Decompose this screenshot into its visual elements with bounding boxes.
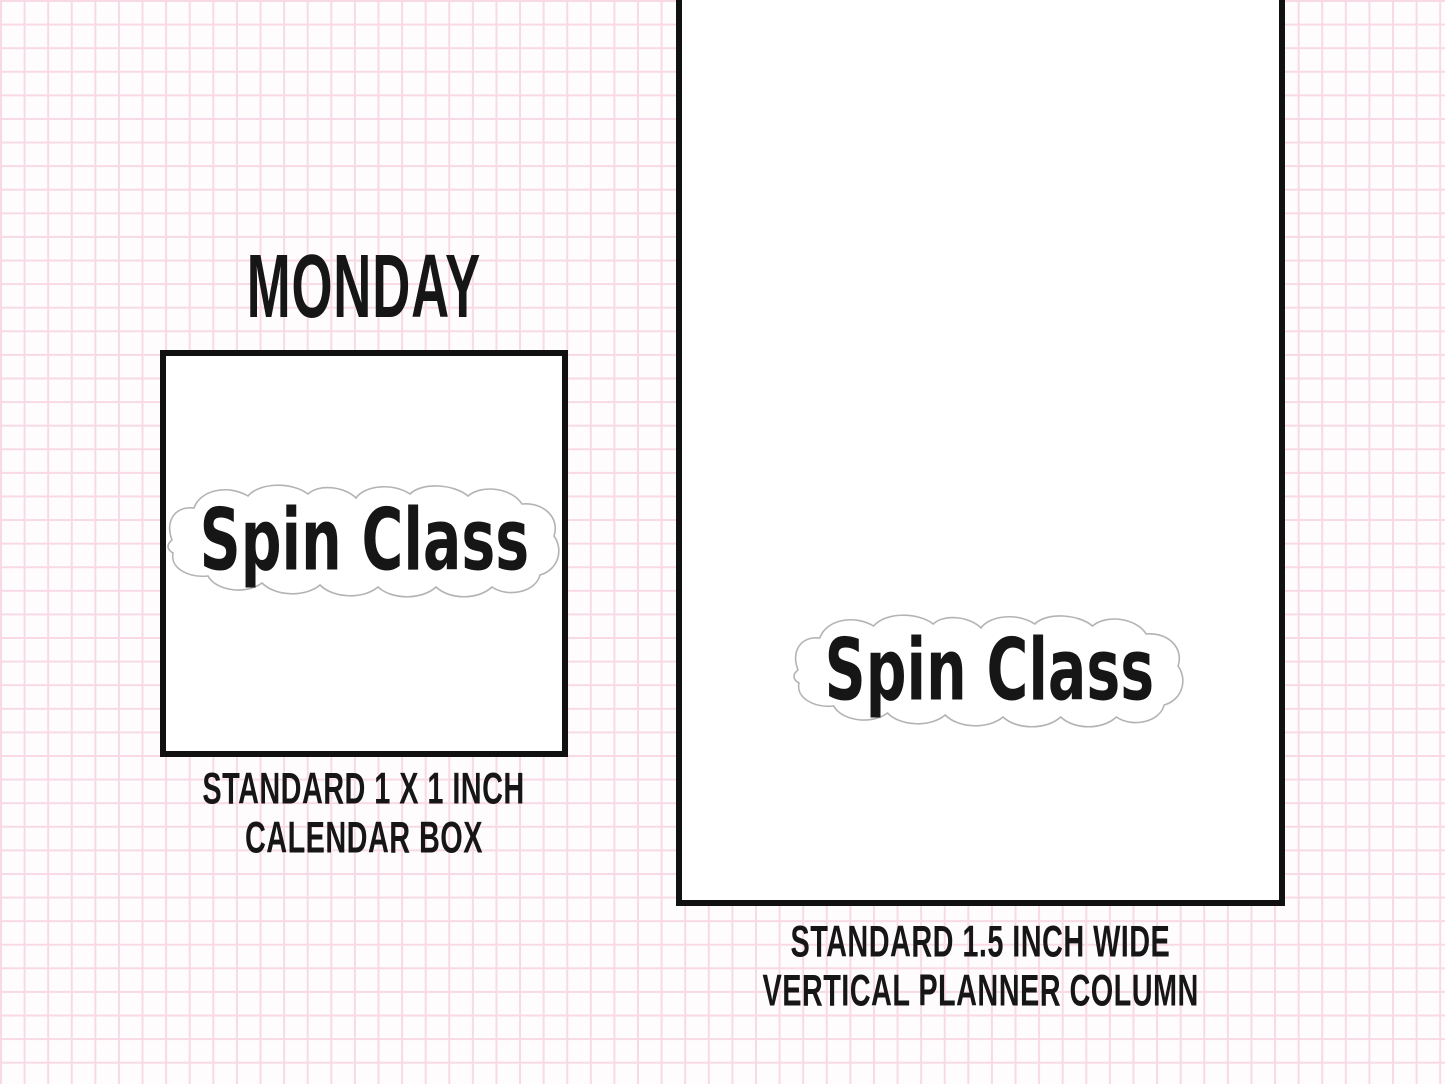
- caption-line-2: VERTICAL PLANNER COLUMN: [656, 966, 1305, 1019]
- spin-class-sticker-column: Spin Class: [786, 608, 1192, 734]
- sticker-label: Spin Class: [824, 621, 1154, 721]
- day-heading: MONDAY: [160, 237, 568, 344]
- sticker-label: Spin Class: [199, 491, 529, 591]
- day-heading-label: MONDAY: [246, 237, 482, 338]
- sticker-die-cut-outline: [793, 614, 1184, 728]
- caption-line-2: CALENDAR BOX: [84, 813, 644, 866]
- caption-line-1: STANDARD 1 X 1 INCH: [84, 764, 644, 817]
- caption-line-1-text: STANDARD 1 X 1 INCH: [202, 763, 526, 815]
- sticker-die-cut-outline: [167, 484, 560, 598]
- caption-line-2-text: CALENDAR BOX: [245, 812, 483, 864]
- planner-column-caption: STANDARD 1.5 INCH WIDE VERTICAL PLANNER …: [656, 917, 1305, 1019]
- caption-line-1-text: STANDARD 1.5 INCH WIDE: [790, 916, 1171, 968]
- spin-class-sticker-calendar: Spin Class: [160, 478, 568, 604]
- caption-line-1: STANDARD 1.5 INCH WIDE: [656, 917, 1305, 970]
- caption-line-2-text: VERTICAL PLANNER COLUMN: [762, 965, 1199, 1017]
- calendar-box-caption: STANDARD 1 X 1 INCH CALENDAR BOX: [84, 764, 644, 866]
- planner-column-outline: [676, 0, 1285, 906]
